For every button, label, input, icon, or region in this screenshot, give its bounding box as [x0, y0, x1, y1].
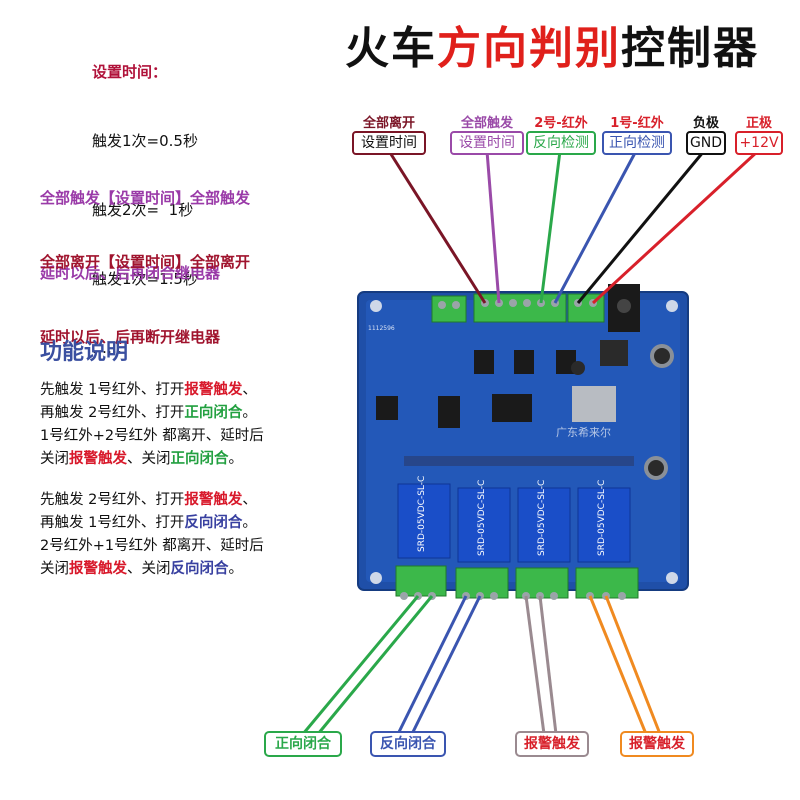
svg-text:SRD-05VDC-SL-C: SRD-05VDC-SL-C [417, 476, 427, 552]
terminal-box: 设置时间 [352, 131, 426, 155]
function-paragraph-1: 先触发 1号红外、打开报警触发、 再触发 2号红外、打开正向闭合。 1号红外+2… [40, 382, 264, 467]
function-heading: 功能说明 [40, 340, 129, 365]
output-label: 反向闭合 [370, 731, 446, 757]
terminal-box: GND [686, 131, 726, 155]
svg-text:SRD-05VDC-SL-C: SRD-05VDC-SL-C [597, 480, 607, 556]
output-label: 报警触发 [515, 731, 589, 757]
timing-heading: 设置时间： [92, 63, 168, 81]
relay: SRD-05VDC-SL-C [577, 480, 631, 563]
terminal-top-label: 全部触发 [460, 116, 513, 131]
terminal-box: 正向检测 [602, 131, 672, 155]
page-title: 火车方向判别控制器 [345, 23, 759, 74]
input-wires [387, 149, 760, 305]
terminal-box: +12V [735, 131, 783, 155]
terminal-top-label: 2号-红外 [534, 116, 588, 131]
output-label: 正向闭合 [264, 731, 342, 757]
release-note: 全部离开【设置时间】全部离开 延时以后、后再断开继电器 [40, 253, 251, 346]
timing-line: 触发1次=1.5秒 [92, 270, 198, 288]
terminal-box: 设置时间 [450, 131, 524, 155]
timing-notes: 设置时间： 触发1次=0.5秒 触发2次= 1秒 触发1次=1.5秒 …… [92, 15, 198, 383]
terminal-top-label: 负极 [692, 116, 719, 131]
terminal-box: 反向检测 [526, 131, 596, 155]
relay: SRD-05VDC-SL-C [517, 480, 571, 563]
terminal-top-label: 全部离开 [362, 116, 415, 131]
relay: SRD-05VDC-SL-C [397, 476, 451, 559]
output-wires [301, 595, 662, 735]
pcb-code: 1112596 [368, 325, 395, 332]
timing-line: 触发1次=0.5秒 [92, 132, 198, 150]
pcb-board: 1112596 广东希来尔 SRD-05VDC-SL-C [357, 284, 689, 600]
relay: SRD-05VDC-SL-C [457, 480, 511, 563]
timing-line: 触发2次= 1秒 [92, 201, 194, 219]
terminal-top-label: 正极 [745, 116, 772, 131]
terminal-top-label: 1号-红外 [610, 116, 664, 131]
output-label: 报警触发 [620, 731, 694, 757]
svg-text:SRD-05VDC-SL-C: SRD-05VDC-SL-C [477, 480, 487, 556]
function-paragraph-2: 先触发 2号红外、打开报警触发、 再触发 1号红外、打开反向闭合。 2号红外+1… [40, 492, 264, 577]
timing-line: …… [92, 339, 122, 357]
watermark: 广东希来尔 [556, 425, 611, 439]
svg-text:SRD-05VDC-SL-C: SRD-05VDC-SL-C [537, 480, 547, 556]
trigger-note: 全部触发【设置时间】全部触发 延时以后、后再闭合继电器 [40, 189, 251, 282]
